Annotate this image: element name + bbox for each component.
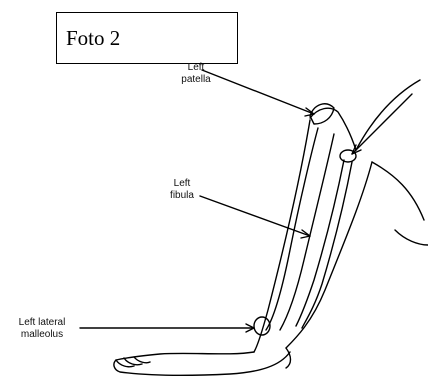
foot-outline — [114, 352, 290, 375]
malleolus-label-line1: Left lateral — [6, 317, 78, 329]
malleolus-label-line2: malleolus — [6, 329, 78, 341]
patella-label: Left patella — [174, 62, 218, 86]
malleolus-label: Left lateral malleolus — [6, 317, 78, 341]
patella-label-line2: patella — [174, 74, 218, 86]
title-box: Foto 2 — [56, 12, 238, 64]
fibula-label-line1: Left — [160, 178, 204, 190]
patella-label-line1: Left — [174, 62, 218, 74]
patella-leader — [202, 70, 314, 114]
fibula-label-line2: fibula — [160, 190, 204, 202]
thigh-back-outline — [395, 230, 428, 245]
thigh-lower-outline — [372, 162, 424, 220]
knee-leader — [352, 94, 412, 154]
knee-outline — [310, 108, 356, 150]
figure-title: Foto 2 — [66, 26, 120, 51]
fibula-label: Left fibula — [160, 178, 204, 202]
